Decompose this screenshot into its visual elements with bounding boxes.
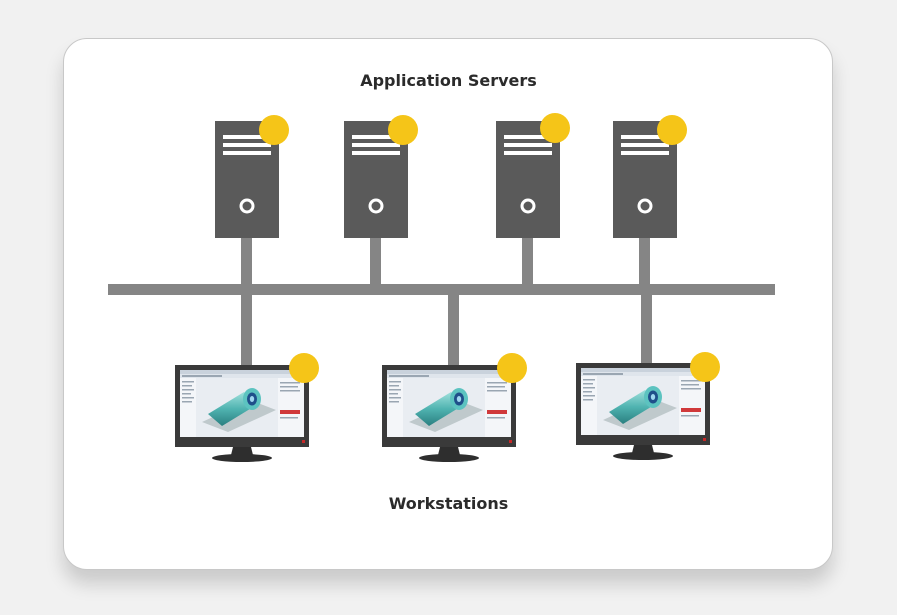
status-dot-icon [259, 115, 289, 145]
workstations-title: Workstations [388, 494, 509, 513]
workstation-link-1 [241, 292, 252, 367]
application-servers-title: Application Servers [360, 71, 537, 90]
status-dot-icon [497, 353, 527, 383]
workstation-link-2 [448, 292, 459, 367]
status-dot-icon [690, 352, 720, 382]
workstation-3 [576, 352, 720, 460]
server-link-4 [639, 238, 650, 288]
status-dot-icon [657, 115, 687, 145]
network-bus [108, 284, 775, 295]
workstation-2 [382, 353, 527, 462]
workstation-1 [175, 353, 319, 462]
monitor-icon [175, 365, 309, 462]
server-1 [213, 115, 289, 240]
server-link-1 [241, 238, 252, 288]
server-2 [342, 115, 418, 240]
server-4 [611, 115, 687, 240]
status-dot-icon [540, 113, 570, 143]
server-3 [494, 113, 570, 240]
monitor-icon [576, 363, 710, 460]
server-link-2 [370, 238, 381, 288]
server-link-3 [522, 238, 533, 288]
status-dot-icon [289, 353, 319, 383]
status-dot-icon [388, 115, 418, 145]
monitor-icon [382, 365, 516, 462]
workstation-link-3 [641, 292, 652, 365]
